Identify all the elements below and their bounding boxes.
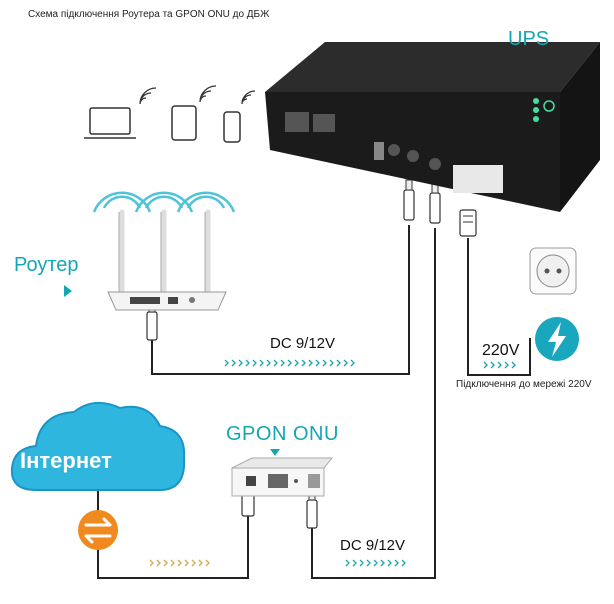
router-dc-label: DC 9/12V	[270, 335, 336, 352]
onu-dc-port	[308, 474, 320, 488]
power-socket-icon	[529, 247, 577, 295]
power-button-icon	[543, 100, 555, 112]
mains-connection-label: Підключення до мережі 220V	[456, 379, 592, 390]
diagram-title: Схема підключення Роутера та GPON ONU до…	[28, 9, 270, 20]
ups-usb-port	[374, 142, 384, 160]
wifi-icon	[139, 85, 256, 105]
tablet-icon	[171, 105, 197, 141]
ups-label: UPS	[508, 28, 550, 50]
mains-cable	[467, 238, 531, 376]
lightning-bolt-icon	[535, 317, 579, 361]
dc-plug-onu	[306, 491, 318, 529]
ups-port-lan	[313, 114, 335, 132]
router-label: Роутер	[14, 254, 79, 276]
mains-voltage-label: 220V	[482, 342, 520, 359]
ups-dc-port-12v	[407, 150, 419, 162]
ups-dc-port-9v	[388, 144, 400, 156]
flow-arrows-internet	[149, 559, 210, 567]
onu-ethernet-port	[268, 474, 288, 488]
dc-plug-router-top	[403, 179, 415, 221]
ups-port-wan	[285, 112, 309, 132]
onu-dc-cable	[311, 228, 436, 579]
router-device	[92, 191, 236, 311]
flow-arrows-router	[224, 359, 355, 367]
internet-cloud	[10, 401, 186, 491]
flow-arrows	[224, 359, 516, 567]
gpon-pointer-icon	[270, 449, 280, 456]
router-wifi-waves	[92, 191, 236, 213]
ups-device	[265, 42, 600, 212]
laptop-icon	[84, 107, 136, 139]
smartphone-icon	[223, 111, 241, 143]
dc-plug-onu-top	[429, 182, 441, 224]
ups-ac-input	[453, 165, 503, 193]
gpon-onu-device	[231, 457, 334, 497]
exchange-arrows-icon	[78, 510, 118, 550]
router-dc-cable	[151, 225, 410, 375]
onu-dc-label: DC 9/12V	[340, 537, 406, 554]
flow-arrows-mains	[483, 361, 516, 369]
flow-arrows-onu	[345, 559, 406, 567]
router-pointer-icon	[64, 285, 72, 297]
mains-plug	[459, 209, 477, 237]
ups-dc-port-9v-2	[429, 158, 441, 170]
gpon-onu-label: GPON ONU	[226, 423, 339, 445]
internet-label: Інтернет	[20, 448, 112, 473]
